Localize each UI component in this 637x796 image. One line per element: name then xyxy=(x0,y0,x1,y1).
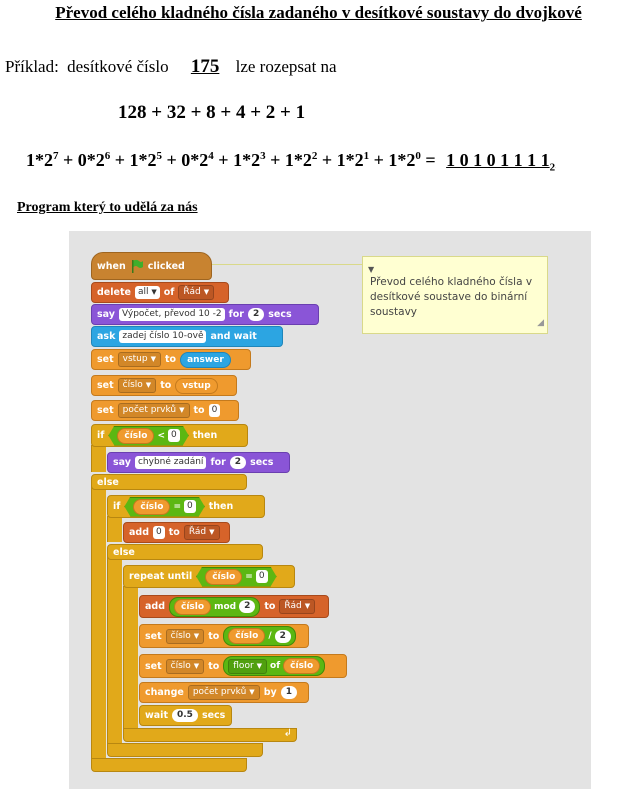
add-mod-block[interactable]: add číslo mod 2 to Řád▼ xyxy=(139,595,329,618)
set-cislo-block[interactable]: set číslo▼ to vstup xyxy=(91,375,237,396)
list-dropdown[interactable]: Řád▼ xyxy=(183,525,220,540)
power-term: 0*24 xyxy=(181,150,214,170)
repeat-until-block[interactable]: repeat until číslo = 0 xyxy=(123,565,295,588)
say-secs-input[interactable]: 2 xyxy=(229,456,247,469)
change-variable-block[interactable]: change počet prvků▼ by 1 xyxy=(139,682,309,703)
else-label: else xyxy=(107,544,263,560)
set-value-input[interactable]: 0 xyxy=(208,404,221,417)
delete-list-block[interactable]: delete all ▼ of Řád▼ xyxy=(91,282,229,303)
variable-dropdown[interactable]: číslo▼ xyxy=(165,658,205,674)
binary-result: 1 0 1 0 1 1 1 12 xyxy=(446,150,556,174)
ask-text-input[interactable]: zadej číslo 10-ově xyxy=(119,330,207,343)
delete-item-input[interactable]: all ▼ xyxy=(134,286,160,299)
add-value-input[interactable]: 0 xyxy=(153,526,165,539)
list-dropdown[interactable]: Řád▼ xyxy=(178,285,215,300)
say-secs-input[interactable]: 2 xyxy=(247,308,265,321)
equals-operator[interactable]: číslo = 0 xyxy=(124,497,204,517)
else-label: else xyxy=(91,474,247,490)
less-than-operator[interactable]: číslo < 0 xyxy=(108,426,188,446)
wait-secs-input[interactable]: 0.5 xyxy=(172,709,198,722)
set-pocet-block[interactable]: set počet prvků▼ to 0 xyxy=(91,400,239,421)
example-label: desítkové číslo xyxy=(67,57,169,76)
if1-foot xyxy=(91,758,247,772)
set-divide-block[interactable]: set číslo▼ to číslo / 2 xyxy=(139,624,309,648)
if2-arm xyxy=(107,516,122,542)
script-comment[interactable]: ▼ Převod celého kladného čísla v desítko… xyxy=(362,256,548,334)
answer-reporter[interactable]: answer xyxy=(180,351,231,368)
power-term: 1*21 xyxy=(336,150,370,170)
vstup-reporter[interactable]: vstup xyxy=(175,377,218,394)
ask-and-wait-block[interactable]: ask zadej číslo 10-ově and wait xyxy=(91,326,283,347)
change-value-input[interactable]: 1 xyxy=(280,686,297,699)
mod-operator[interactable]: číslo mod 2 xyxy=(169,596,261,617)
program-subtitle: Program který to udělá za nás xyxy=(17,200,198,215)
example-suffix: lze rozepsat na xyxy=(235,57,337,76)
say-text-input[interactable]: chybné zadání xyxy=(134,456,207,469)
list-dropdown[interactable]: Řád▼ xyxy=(279,599,316,614)
math-function-operator[interactable]: floor▼ of číslo xyxy=(223,656,326,676)
set-vstup-block[interactable]: set vstup▼ to answer xyxy=(91,349,251,370)
sum-expression: 128 + 32 + 8 + 4 + 2 + 1 xyxy=(118,102,306,123)
if2-else-arm xyxy=(107,556,122,748)
powers-expression: 1*27 + 0*26 + 1*25 + 0*24 + 1*23 + 1*22 … xyxy=(26,150,556,174)
variable-dropdown[interactable]: počet prvků▼ xyxy=(117,403,190,418)
comment-link xyxy=(212,264,362,265)
example-number: 175 xyxy=(190,56,220,77)
say-for-secs-block[interactable]: say Výpočet, převod 10 -2 for 2 secs xyxy=(91,304,319,325)
add-to-list-block[interactable]: add 0 to Řád▼ xyxy=(123,522,230,543)
wait-block[interactable]: wait 0.5 secs xyxy=(139,705,232,726)
set-floor-block[interactable]: set číslo▼ to floor▼ of číslo xyxy=(139,654,347,678)
say-text-input[interactable]: Výpočet, převod 10 -2 xyxy=(118,308,225,321)
if1-arm xyxy=(91,445,106,472)
when-flag-clicked-block[interactable]: when clicked xyxy=(91,252,212,280)
if-block[interactable]: if číslo = 0 then xyxy=(107,495,265,518)
power-term: 1*27 xyxy=(26,150,59,170)
power-term: 1*23 xyxy=(233,150,266,170)
repeat-arm xyxy=(123,586,138,732)
if2-foot xyxy=(107,743,263,757)
example-prefix: Příklad: xyxy=(5,57,59,76)
variable-dropdown[interactable]: počet prvků▼ xyxy=(187,685,260,700)
variable-dropdown[interactable]: číslo▼ xyxy=(165,628,205,644)
say-error-block[interactable]: say chybné zadání for 2 secs xyxy=(107,452,290,473)
if1-else-arm xyxy=(91,486,106,761)
power-term: 0*26 xyxy=(77,150,111,170)
power-term: 1*22 xyxy=(284,150,318,170)
comment-text: Převod celého kladného čísla v desítkové… xyxy=(370,276,533,318)
if-block[interactable]: if číslo < 0 then xyxy=(91,424,248,447)
variable-dropdown[interactable]: číslo▼ xyxy=(117,378,157,393)
collapse-triangle-icon[interactable]: ▼ xyxy=(368,265,375,274)
example-line: Příklad: desítkové číslo 175 lze rozepsa… xyxy=(5,56,337,78)
variable-dropdown[interactable]: vstup▼ xyxy=(117,352,161,367)
power-term: 1*20 xyxy=(388,150,421,170)
resize-grip-icon[interactable]: ◢ xyxy=(537,318,544,328)
repeat-foot: ↲ xyxy=(123,728,297,742)
divide-operator[interactable]: číslo / 2 xyxy=(223,626,296,646)
equals-operator[interactable]: číslo = 0 xyxy=(196,567,276,587)
power-term: 1*25 xyxy=(129,150,163,170)
green-flag-icon xyxy=(131,259,143,273)
page-title: Převod celého kladného čísla zadaného v … xyxy=(55,3,582,22)
loop-arrow-icon: ↲ xyxy=(283,728,292,739)
function-dropdown[interactable]: floor▼ xyxy=(228,658,268,674)
